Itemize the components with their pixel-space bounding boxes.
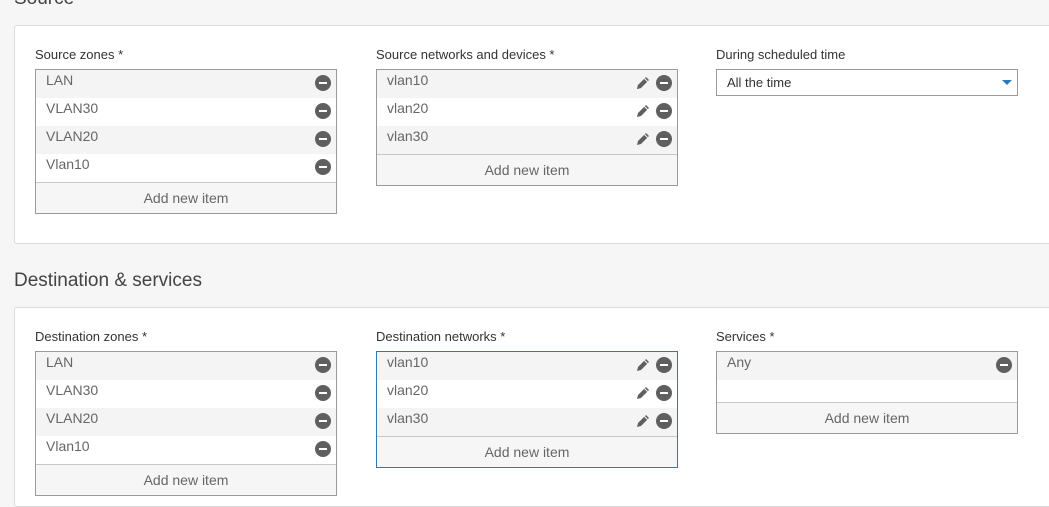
list-spacer — [717, 380, 1017, 402]
add-source-zone-button[interactable]: Add new item — [36, 182, 336, 213]
pencil-icon[interactable] — [635, 357, 651, 373]
remove-icon[interactable] — [656, 357, 672, 373]
list-item: VLAN20 — [36, 408, 336, 436]
remove-icon[interactable] — [656, 103, 672, 119]
remove-icon[interactable] — [315, 441, 331, 457]
destination-card: Destination zones * LAN VLAN30 VLAN20 Vl… — [14, 307, 1049, 507]
list-item: VLAN30 — [36, 98, 336, 126]
destination-zones-list: LAN VLAN30 VLAN20 Vlan10 Add new item — [35, 351, 337, 496]
list-item: VLAN30 — [36, 380, 336, 408]
source-zones-field: Source zones * LAN VLAN30 VLAN20 Vlan10 — [35, 47, 337, 214]
pencil-icon[interactable] — [635, 385, 651, 401]
remove-icon[interactable] — [315, 413, 331, 429]
schedule-select[interactable]: All the time — [716, 69, 1018, 96]
pencil-icon[interactable] — [635, 103, 651, 119]
remove-icon[interactable] — [656, 413, 672, 429]
list-item: vlan20 — [377, 380, 677, 408]
list-item: vlan30 — [377, 408, 677, 436]
services-label: Services * — [716, 329, 775, 344]
remove-icon[interactable] — [656, 385, 672, 401]
source-networks-field: Source networks and devices * vlan10 vla… — [376, 47, 678, 186]
add-source-network-button[interactable]: Add new item — [377, 154, 677, 185]
pencil-icon[interactable] — [635, 413, 651, 429]
pencil-icon[interactable] — [635, 131, 651, 147]
remove-icon[interactable] — [656, 75, 672, 91]
list-item: Any — [717, 352, 1017, 380]
list-item: Vlan10 — [36, 436, 336, 464]
add-destination-zone-button[interactable]: Add new item — [36, 464, 336, 495]
schedule-label: During scheduled time — [716, 47, 846, 62]
list-item: LAN — [36, 352, 336, 380]
destination-section-title: Destination & services — [14, 270, 202, 291]
chevron-down-icon — [1002, 80, 1012, 85]
services-field: Services * Any Add new item — [716, 329, 1018, 434]
schedule-field: During scheduled time All the time — [716, 47, 1018, 96]
add-destination-network-button[interactable]: Add new item — [377, 436, 677, 467]
list-item: Vlan10 — [36, 154, 336, 182]
remove-icon[interactable] — [656, 131, 672, 147]
source-section-title: Source — [14, 0, 74, 10]
remove-icon[interactable] — [315, 103, 331, 119]
destination-zones-field: Destination zones * LAN VLAN30 VLAN20 Vl… — [35, 329, 337, 496]
source-zones-list: LAN VLAN30 VLAN20 Vlan10 Add new item — [35, 69, 337, 214]
remove-icon[interactable] — [996, 357, 1012, 373]
destination-zones-label: Destination zones * — [35, 329, 148, 344]
source-networks-label: Source networks and devices * — [376, 47, 555, 62]
list-item: vlan10 — [377, 70, 677, 98]
list-item: vlan30 — [377, 126, 677, 154]
list-item: vlan20 — [377, 98, 677, 126]
services-list: Any Add new item — [716, 351, 1018, 434]
source-zones-label: Source zones * — [35, 47, 124, 62]
list-item: vlan10 — [377, 352, 677, 380]
remove-icon[interactable] — [315, 131, 331, 147]
source-card: Source zones * LAN VLAN30 VLAN20 Vlan10 — [14, 25, 1049, 244]
destination-networks-label: Destination networks * — [376, 329, 506, 344]
source-networks-list: vlan10 vlan20 vlan30 Add new item — [376, 69, 678, 186]
remove-icon[interactable] — [315, 385, 331, 401]
add-service-button[interactable]: Add new item — [717, 402, 1017, 433]
schedule-value: All the time — [727, 75, 792, 90]
remove-icon[interactable] — [315, 75, 331, 91]
list-item: VLAN20 — [36, 126, 336, 154]
list-item: LAN — [36, 70, 336, 98]
remove-icon[interactable] — [315, 159, 331, 175]
pencil-icon[interactable] — [635, 75, 651, 91]
destination-networks-field: Destination networks * vlan10 vlan20 vla… — [376, 329, 678, 468]
remove-icon[interactable] — [315, 357, 331, 373]
destination-networks-list: vlan10 vlan20 vlan30 Add new item — [376, 351, 678, 468]
